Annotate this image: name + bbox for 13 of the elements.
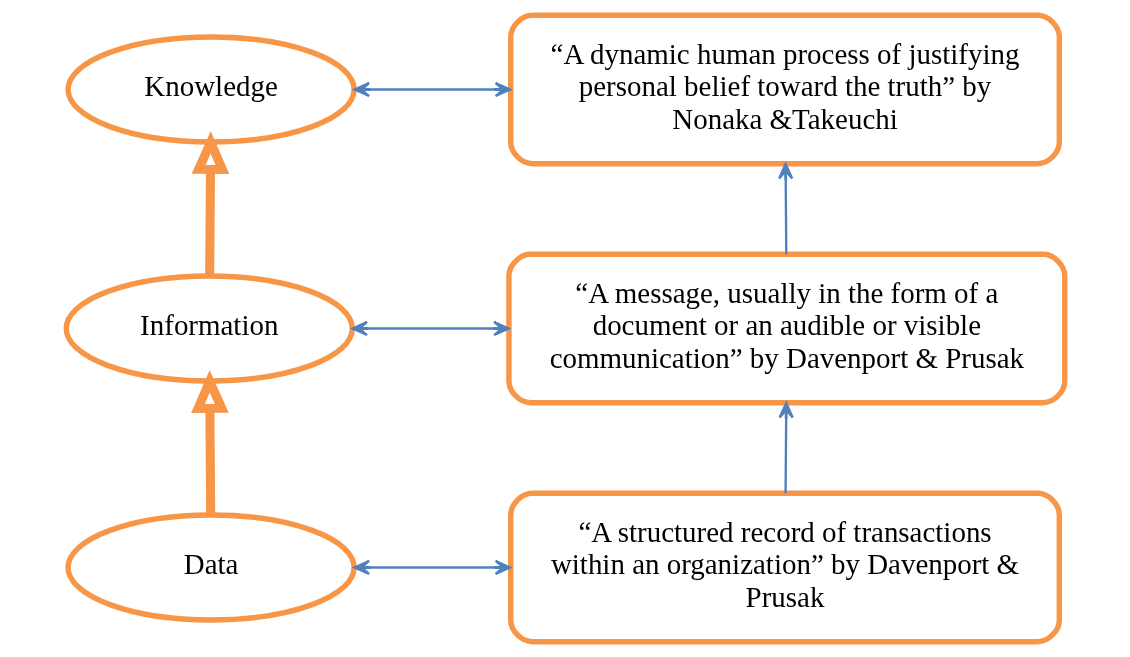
arrow	[191, 131, 229, 276]
arrow	[190, 370, 229, 515]
node-ellipse: Knowledge	[64, 34, 357, 145]
node-ellipse: Information	[63, 273, 355, 384]
node-box: “A structured record of transactions within an organization” by Davenport & Prusak	[507, 490, 1062, 645]
node-box: “A dynamic human process of justifying personal belief toward the truth” by Nonaka &Takeuchi	[507, 12, 1062, 167]
arrow	[777, 401, 794, 494]
arrow	[352, 81, 511, 98]
node-ellipse: Data	[64, 512, 357, 623]
arrow	[352, 559, 511, 576]
node-box: “A message, usually in the form of a document or an audible or visible communication” by Davenport & Prusak	[505, 251, 1067, 406]
arrow	[350, 320, 510, 337]
arrow	[777, 162, 793, 255]
